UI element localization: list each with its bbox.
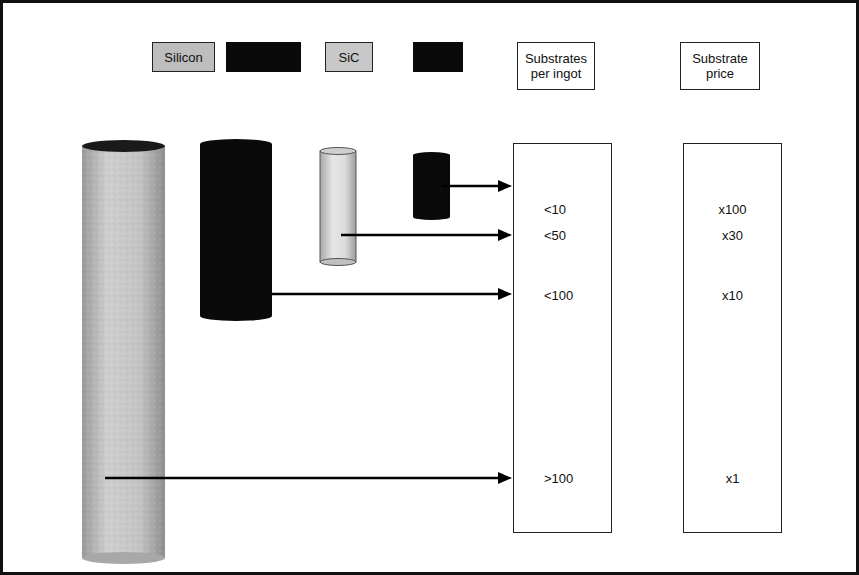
- material-label: Silicon: [152, 42, 215, 72]
- value-text: x10: [684, 286, 781, 306]
- value-text: <50: [544, 226, 611, 246]
- sic-ingot: [320, 148, 356, 266]
- ingot: [200, 139, 272, 321]
- column-header: Substrate price: [680, 42, 760, 90]
- label-text: Substrates per ingot: [522, 51, 590, 81]
- value-column: <10 <50 <100 >100: [513, 143, 612, 533]
- value-text: <10: [544, 200, 611, 220]
- value-text: x1: [684, 469, 781, 489]
- value-text: x100: [684, 200, 781, 220]
- value-text: x30: [684, 226, 781, 246]
- silicon-ingot: [82, 140, 165, 564]
- value-text: >100: [544, 469, 611, 489]
- label-text: Silicon: [164, 50, 202, 65]
- material-label: SiC: [325, 42, 373, 72]
- label-box: [413, 42, 463, 72]
- arrowheads: [498, 180, 512, 484]
- value-text: <100: [544, 286, 611, 306]
- pointer-arrows: [105, 186, 500, 478]
- label-text: SiC: [339, 50, 360, 65]
- column-header: Substrates per ingot: [517, 42, 595, 90]
- label-box: [226, 42, 301, 72]
- label-text: Substrate price: [685, 51, 755, 81]
- value-column: x100 x30 x10 x1: [683, 143, 782, 533]
